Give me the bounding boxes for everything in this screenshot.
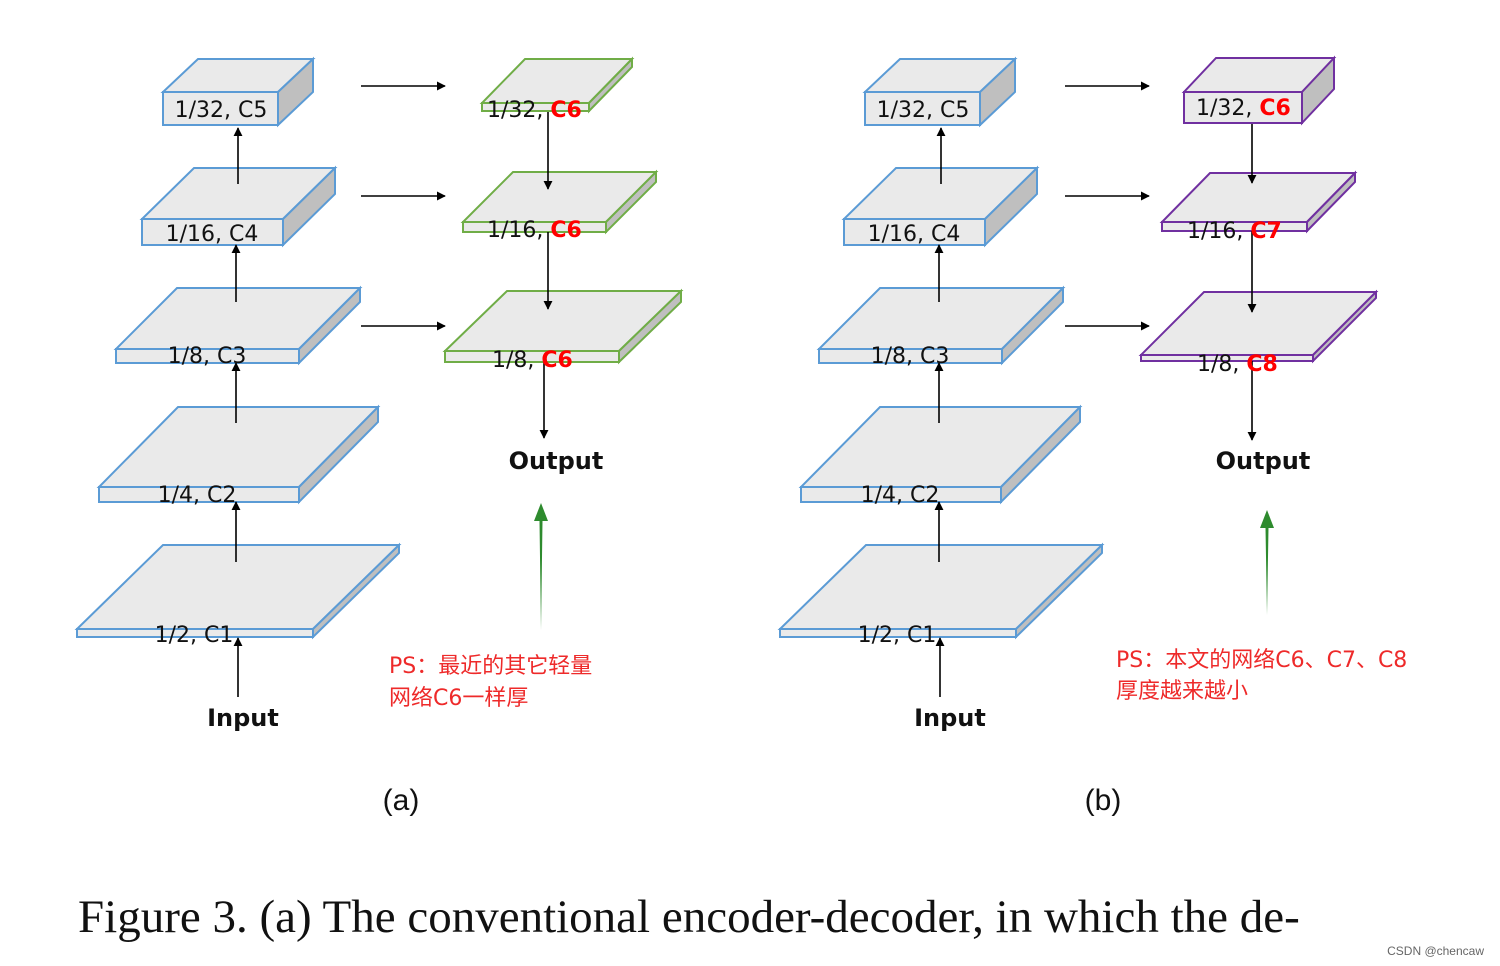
decoder-layer-label: 1/16, C7 <box>1187 219 1282 244</box>
subfigure-label: (a) <box>383 784 420 817</box>
encoder-layer-label: 1/32, C5 <box>877 98 970 123</box>
annotation-line: PS：最近的其它轻量 <box>389 654 592 679</box>
layer-scale: 1/8, <box>1197 352 1246 377</box>
figure-caption: Figure 3. (a) The conventional encoder-d… <box>78 891 1300 943</box>
encoder-layer-label: 1/2, C1 <box>858 623 937 648</box>
channel-highlight: C8 <box>1246 352 1277 377</box>
decoder-layer-b-2 <box>1138 289 1379 364</box>
decoder-layer-label: 1/32, C6 <box>487 98 582 123</box>
encoder-layer-a-4 <box>74 542 402 640</box>
channel-highlight: C6 <box>550 98 581 123</box>
channel-highlight: C7 <box>1250 219 1281 244</box>
layer-scale: 1/8, <box>492 348 541 373</box>
encoder-layer-b-4 <box>777 542 1105 640</box>
decoder-layer-b-0 <box>1181 55 1337 126</box>
decoder-layer-a-1 <box>460 169 659 235</box>
decoder-layer-a-2 <box>442 288 684 365</box>
decoder-layer-label: 1/32, C6 <box>1196 96 1291 121</box>
output-label: Output <box>509 447 604 475</box>
decoder-layer-a-0 <box>479 56 635 114</box>
encoder-layer-a-3 <box>96 404 381 505</box>
encoder-layer-label: 1/8, C3 <box>871 344 950 369</box>
encoder-layer-a-2 <box>113 285 363 366</box>
input-label: Input <box>914 704 986 732</box>
annotation-line: 厚度越来越小 <box>1116 679 1248 704</box>
layer-scale: 1/32, <box>487 98 550 123</box>
green-arrow-icon <box>1260 510 1274 615</box>
encoder-layer-a-1 <box>139 165 338 248</box>
layer-scale: 1/32, <box>1196 96 1259 121</box>
encoder-layer-label: 1/16, C4 <box>868 222 961 247</box>
encoder-layer-a-0 <box>160 56 316 128</box>
encoder-layer-b-2 <box>816 285 1066 366</box>
encoder-layer-b-1 <box>841 165 1040 248</box>
encoder-layer-label: 1/2, C1 <box>155 623 234 648</box>
subfigure-label: (b) <box>1085 784 1122 817</box>
encoder-layer-label: 1/32, C5 <box>175 98 268 123</box>
encoder-layer-label: 1/16, C4 <box>166 222 259 247</box>
decoder-layer-label: 1/8, C6 <box>492 348 573 373</box>
encoder-layer-label: 1/4, C2 <box>158 483 237 508</box>
channel-highlight: C6 <box>541 348 572 373</box>
output-label: Output <box>1216 447 1311 475</box>
encoder-layer-b-3 <box>798 404 1083 505</box>
decoder-layer-b-1 <box>1159 170 1358 234</box>
channel-highlight: C6 <box>550 218 581 243</box>
encoder-layer-label: 1/4, C2 <box>861 483 940 508</box>
watermark: CSDN @chencaw <box>1387 944 1484 958</box>
input-label: Input <box>207 704 279 732</box>
encoder-layer-label: 1/8, C3 <box>168 344 247 369</box>
annotation-line: PS：本文的网络C6、C7、C8 <box>1116 648 1407 673</box>
channel-highlight: C6 <box>1259 96 1290 121</box>
decoder-layer-label: 1/16, C6 <box>487 218 582 243</box>
annotation-line: 网络C6一样厚 <box>389 686 528 711</box>
decoder-layer-label: 1/8, C8 <box>1197 352 1278 377</box>
layer-scale: 1/16, <box>1187 219 1250 244</box>
encoder-layer-b-0 <box>862 56 1018 128</box>
green-arrow-icon <box>534 503 548 630</box>
layer-scale: 1/16, <box>487 218 550 243</box>
